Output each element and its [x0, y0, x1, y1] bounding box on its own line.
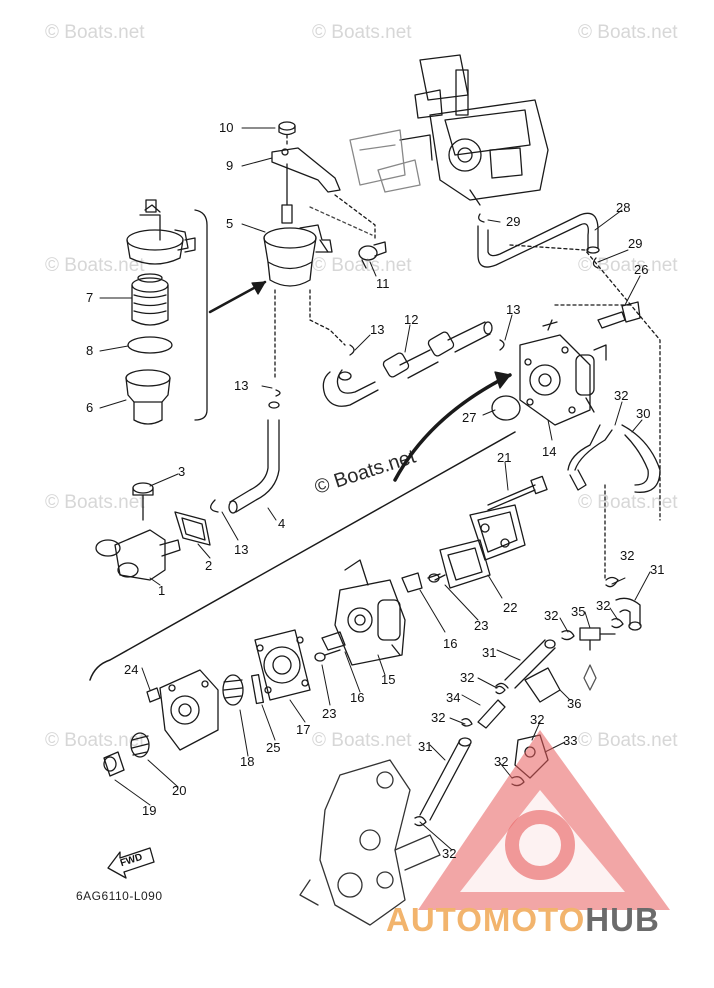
- watermark: © Boats.net: [312, 22, 412, 43]
- callout-16: 16: [350, 690, 365, 705]
- callout-26: 26: [634, 262, 649, 277]
- callout-9: 9: [226, 158, 234, 173]
- watermark: © Boats.net: [45, 730, 145, 751]
- hose-28-drawing: [477, 212, 641, 329]
- callout-23: 23: [322, 706, 337, 721]
- callout-24: 24: [124, 662, 139, 677]
- callout-1: 1: [158, 583, 166, 598]
- callout-16: 16: [443, 636, 458, 651]
- callout-18: 18: [240, 754, 255, 769]
- callout-31: 31: [650, 562, 665, 577]
- callout-21: 21: [497, 450, 512, 465]
- callout-34: 34: [446, 690, 461, 705]
- callout-13: 13: [234, 378, 249, 393]
- callout-32: 32: [442, 846, 457, 861]
- callout-13: 13: [234, 542, 249, 557]
- callout-29: 29: [628, 236, 643, 251]
- hose-30-drawing: [567, 424, 661, 581]
- carburetor-drawing: [349, 54, 549, 206]
- watermark: © Boats.net: [45, 492, 145, 513]
- callout-32: 32: [460, 670, 475, 685]
- watermark: © Boats.net: [45, 255, 145, 276]
- filter-5-drawing: [263, 121, 387, 287]
- watermark: © Boats.net: [578, 492, 678, 513]
- callout-29: 29: [506, 214, 521, 229]
- callout-7: 7: [86, 290, 94, 305]
- brand-wordmark: AUTOMOTOHUB: [386, 901, 660, 939]
- callout-20: 20: [172, 783, 187, 798]
- callout-35: 35: [571, 604, 586, 619]
- fuel-filter-drawing: [125, 199, 208, 425]
- callout-25: 25: [266, 740, 281, 755]
- pump-1-drawing: [95, 482, 219, 581]
- engine-block-drawing: [299, 759, 441, 926]
- watermark: © Boats.net: [312, 255, 412, 276]
- callout-15: 15: [381, 672, 396, 687]
- lower-pump-drawing: [103, 475, 548, 777]
- callout-4: 4: [278, 516, 286, 531]
- callout-5: 5: [226, 216, 234, 231]
- callout-31: 31: [418, 739, 433, 754]
- brand-logo-triangle: [418, 730, 670, 910]
- callout-13: 13: [370, 322, 385, 337]
- fwd-arrow-icon: [107, 847, 155, 879]
- diagram-code: 6AG6110-L090: [76, 889, 163, 903]
- callout-11: 11: [376, 276, 390, 291]
- callout-17: 17: [296, 722, 311, 737]
- callout-8: 8: [86, 343, 94, 358]
- callout-23: 23: [474, 618, 489, 633]
- callout-12: 12: [404, 312, 419, 327]
- callout-6: 6: [86, 400, 94, 415]
- callout-32: 32: [620, 548, 635, 563]
- callout-19: 19: [142, 803, 157, 818]
- watermark: © Boats.net: [578, 22, 678, 43]
- callout-36: 36: [567, 696, 582, 711]
- callout-22: 22: [503, 600, 518, 615]
- callout-32: 32: [544, 608, 559, 623]
- watermark: © Boats.net: [45, 22, 145, 43]
- watermark: © Boats.net: [312, 730, 412, 751]
- callout-32: 32: [530, 712, 545, 727]
- callout-32: 32: [614, 388, 629, 403]
- callout-28: 28: [616, 200, 631, 215]
- brand-part-a: AUTOMOTO: [386, 901, 586, 938]
- callout-13: 13: [506, 302, 521, 317]
- callout-2: 2: [205, 558, 213, 573]
- callout-14: 14: [542, 444, 557, 459]
- callout-32: 32: [431, 710, 446, 725]
- brand-part-b: HUB: [585, 901, 660, 938]
- callout-3: 3: [178, 464, 186, 479]
- watermark: © Boats.net: [578, 730, 678, 751]
- callout-27: 27: [462, 410, 477, 425]
- fuel-pump-14-drawing: [491, 244, 661, 521]
- callout-32: 32: [494, 754, 509, 769]
- callout-33: 33: [563, 733, 578, 748]
- hose-4-drawing: [228, 289, 281, 514]
- callout-31: 31: [482, 645, 497, 660]
- callout-10: 10: [219, 120, 234, 135]
- hose-12-drawing: [309, 289, 505, 407]
- callout-30: 30: [636, 406, 651, 421]
- callout-32: 32: [596, 598, 611, 613]
